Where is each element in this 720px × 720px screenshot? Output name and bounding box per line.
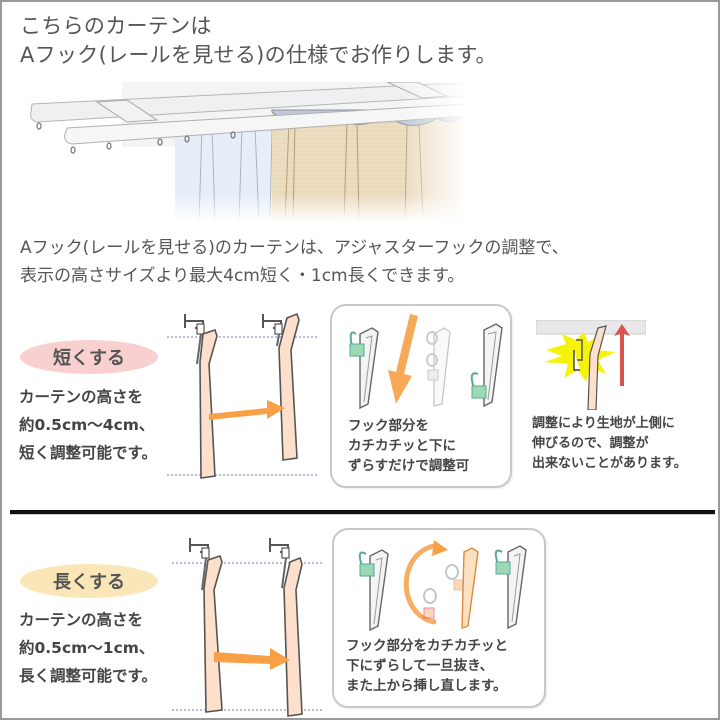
shorten-description: カーテンの高さを 約0.5cm〜4cm、 短く調整可能です。 [19,383,157,467]
lengthen-label-badge: 長くする [20,564,158,598]
shorten-desc-line-1: カーテンの高さを [19,388,144,406]
intro-line-2: 表示の高さサイズより最大4cm短く・1cm長くできます。 [20,266,465,286]
up-arrow-icon [614,324,630,386]
down-arrow-icon [388,314,418,404]
lengthen-label: 長くする [53,572,125,593]
shorten-card-text: フック部分を カチカチッと下に ずらすだけで調整可 [348,416,469,476]
warning-line-3: 出来ないことがあります。 [532,456,687,471]
title-line-2: Aフック(レールを見せる)の仕様でお作りします。 [20,43,497,67]
rail-bracket-icon [184,314,205,365]
shorten-curtain-diagram [167,304,317,482]
title-line-1: こちらのカーテンは [20,14,212,38]
shorten-card-line-2: カチカチッと下に [348,438,456,454]
shorten-card-line-3: ずらすだけで調整可 [348,458,470,474]
lengthen-card-text: フック部分をカチカチッと 下にずらして一旦抜き、 また上から挿し直します。 [346,636,508,696]
lengthen-desc-line-1: カーテンの高さを [19,611,144,629]
lengthen-description: カーテンの高さを 約0.5cm〜1cm、 長く調整可能です。 [19,606,157,690]
adjuster-hook-illustration [349,314,503,410]
lengthen-card-line-3: また上から挿し直します。 [346,678,507,694]
shorten-desc-line-3: 短く調整可能です。 [19,444,157,462]
intro-text: Aフック(レールを見せる)のカーテンは、アジャスターフックの調整で、 表示の高さ… [20,234,569,290]
shorten-desc-line-2: 約0.5cm〜4cm、 [19,416,155,434]
curtain-rail-illustration [27,82,467,222]
shorten-card-line-1: フック部分を [348,418,429,434]
lengthen-hook-card: フック部分をカチカチッと 下にずらして一旦抜き、 また上から挿し直します。 [332,528,546,708]
lengthen-card-line-1: フック部分をカチカチッと [346,638,508,654]
warning-note: 調整により生地が上側に 伸びるので、調整が 出来ないことがあります。 [532,414,687,474]
warning-line-2: 伸びるので、調整が [532,436,649,451]
lengthen-curtain-diagram [172,534,322,720]
warning-illustration [536,320,646,410]
section-divider [10,510,715,514]
rail-bracket-icon [269,538,290,589]
right-arrow-icon [214,648,290,670]
page-title: こちらのカーテンは Aフック(レールを見せる)の仕様でお作りします。 [20,12,497,70]
rotate-arrow-icon [403,540,448,625]
adjuster-hook-reinsert-illustration [358,540,527,632]
lengthen-card-line-2: 下にずらして一旦抜き、 [346,658,494,674]
shorten-hook-card: フック部分を カチカチッと下に ずらすだけで調整可 [330,304,512,488]
shorten-label: 短くする [53,348,125,369]
shorten-label-badge: 短くする [20,340,158,374]
rail-bracket-icon [189,538,210,591]
lengthen-desc-line-3: 長く調整可能です。 [19,667,157,685]
rail-bracket-icon [262,314,283,347]
right-arrow-icon [209,400,285,420]
lengthen-desc-line-2: 約0.5cm〜1cm、 [19,639,155,657]
warning-line-1: 調整により生地が上側に [532,416,675,431]
intro-line-1: Aフック(レールを見せる)のカーテンは、アジャスターフックの調整で、 [20,238,569,258]
